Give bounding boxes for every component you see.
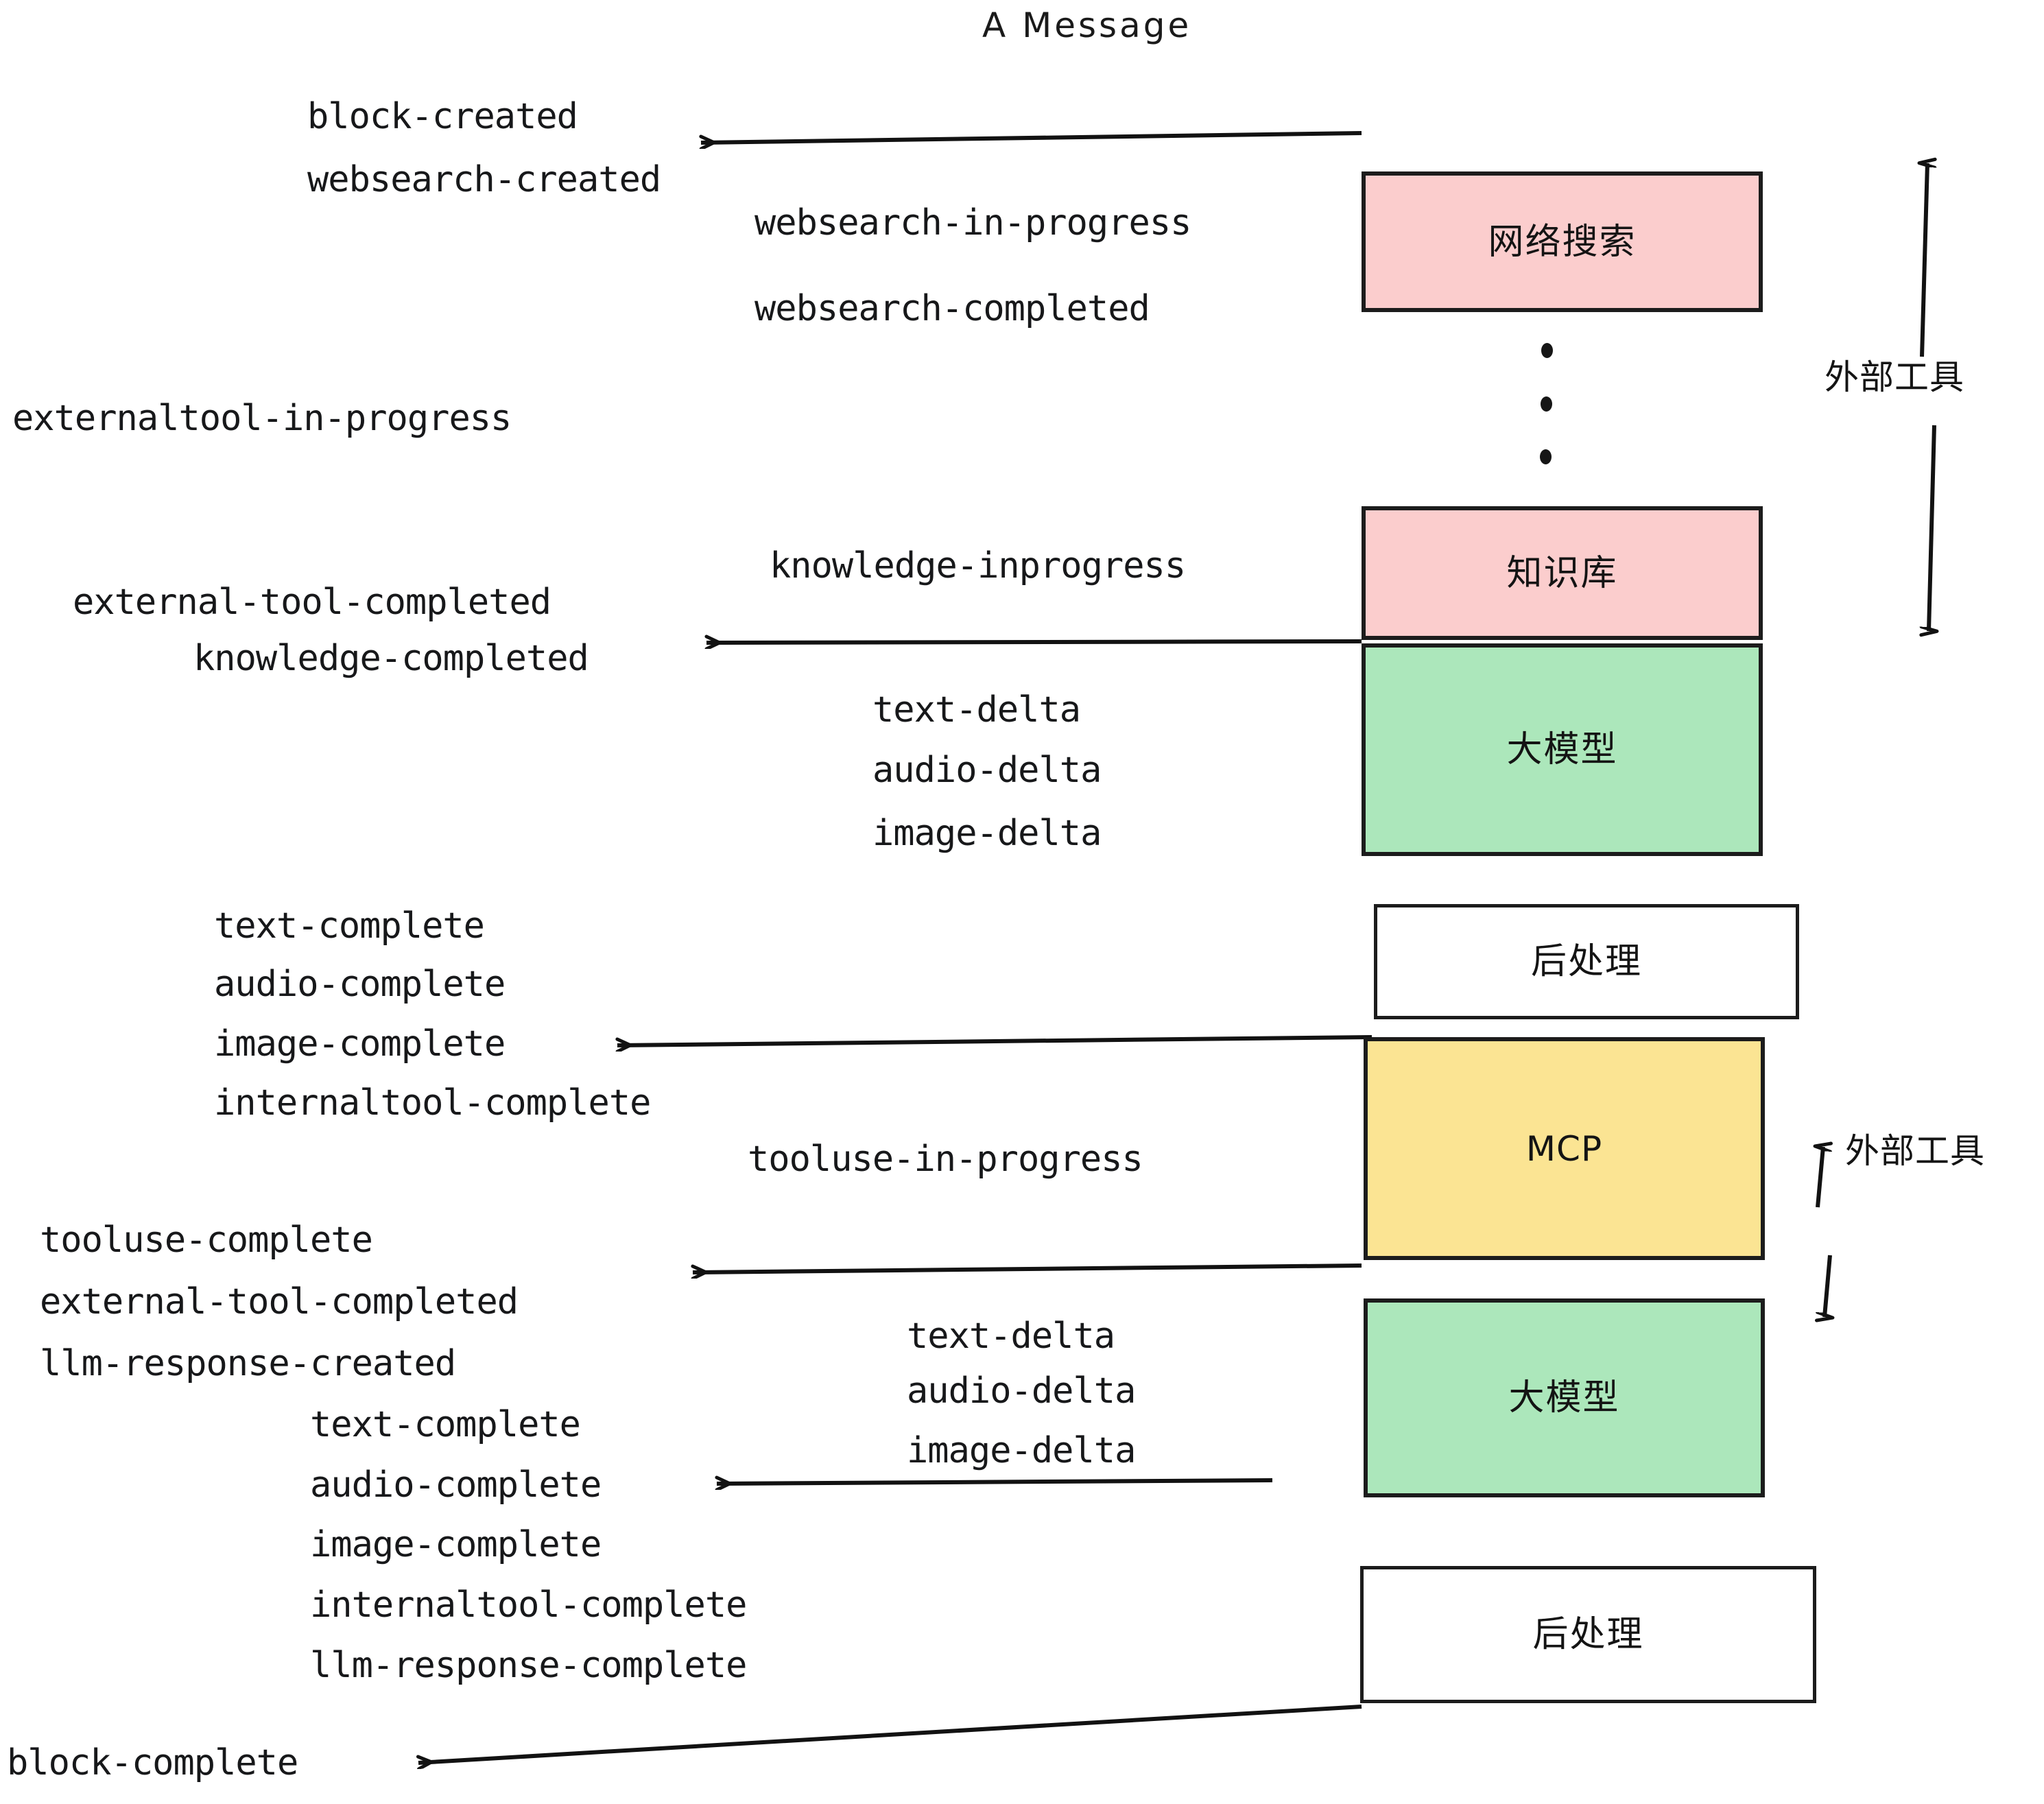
event-tooluse-in-progress: tooluse-in-progress — [748, 1139, 1143, 1180]
event-external-tool-completed-2: external-tool-completed — [40, 1281, 519, 1322]
node-knowledge-label: 知识库 — [1506, 552, 1618, 594]
arrow-external-tools-top-down — [1929, 425, 1934, 631]
event-text-delta-1: text-delta — [872, 689, 1081, 731]
node-mcp[interactable]: MCP — [1364, 1037, 1765, 1260]
node-postprocess-top-label: 后处理 — [1530, 941, 1642, 982]
event-knowledge-inprogress: knowledge-inprogress — [770, 545, 1186, 586]
arrow-postprocess-to-block-complete — [418, 1705, 1362, 1763]
side-label-external-tools-top: 外部工具 — [1825, 357, 1964, 397]
event-text-complete-2: text-complete — [310, 1404, 581, 1445]
page-title: A Message — [982, 5, 1192, 45]
arrow-postprocess-to-image-complete — [617, 1035, 1372, 1045]
event-websearch-in-progress: websearch-in-progress — [754, 202, 1191, 244]
node-llm-top[interactable]: 大模型 — [1362, 643, 1763, 856]
node-llm-top-label: 大模型 — [1506, 729, 1618, 770]
node-knowledge[interactable]: 知识库 — [1362, 506, 1763, 640]
node-llm-bottom[interactable]: 大模型 — [1364, 1298, 1765, 1497]
event-llm-response-complete: llm-response-complete — [310, 1645, 747, 1686]
event-externaltool-in-progress: externaltool-in-progress — [12, 398, 512, 439]
event-block-complete: block-complete — [7, 1742, 298, 1783]
arrow-mcp-to-tooluse-complete — [693, 1263, 1362, 1272]
node-websearch[interactable]: 网络搜索 — [1362, 171, 1763, 312]
event-audio-complete-2: audio-complete — [310, 1464, 602, 1506]
event-image-complete-1: image-complete — [214, 1023, 506, 1065]
node-mcp-label: MCP — [1525, 1128, 1603, 1169]
event-knowledge-completed: knowledge-completed — [193, 638, 589, 679]
event-block-created: block-created — [307, 96, 578, 137]
event-image-complete-2: image-complete — [310, 1524, 602, 1565]
arrow-websearch-to-created — [701, 131, 1362, 143]
event-internaltool-complete-2: internaltool-complete — [310, 1585, 747, 1626]
node-postprocess-bottom[interactable]: 后处理 — [1360, 1566, 1816, 1703]
event-llm-response-created: llm-response-created — [40, 1343, 456, 1384]
node-postprocess-bottom-label: 后处理 — [1532, 1614, 1644, 1655]
node-postprocess-top[interactable]: 后处理 — [1374, 904, 1799, 1019]
event-image-delta-1: image-delta — [872, 813, 1102, 854]
event-tooluse-complete: tooluse-complete — [40, 1220, 373, 1261]
arrow-knowledge-to-completed — [706, 641, 1362, 643]
arrow-external-tools-bottom-down — [1825, 1255, 1830, 1317]
event-audio-complete-1: audio-complete — [214, 964, 506, 1005]
event-external-tool-completed-1: external-tool-completed — [73, 582, 551, 623]
event-image-delta-2: image-delta — [907, 1430, 1136, 1471]
event-websearch-completed: websearch-completed — [754, 288, 1150, 329]
node-llm-bottom-label: 大模型 — [1508, 1377, 1620, 1419]
arrow-external-tools-top-up — [1922, 163, 1927, 357]
event-audio-delta-2: audio-delta — [907, 1370, 1136, 1412]
event-audio-delta-1: audio-delta — [872, 750, 1102, 791]
arrow-external-tools-bottom-up — [1818, 1147, 1823, 1208]
event-websearch-created: websearch-created — [307, 159, 661, 200]
side-label-external-tools-bottom: 外部工具 — [1845, 1131, 1985, 1171]
arrow-llm-to-audio-complete — [717, 1480, 1273, 1484]
node-websearch-label: 网络搜索 — [1488, 221, 1637, 263]
event-text-complete-1: text-complete — [214, 905, 485, 947]
event-internaltool-complete-1: internaltool-complete — [214, 1082, 651, 1124]
vertical-ellipsis-icon — [1540, 343, 1560, 473]
event-text-delta-2: text-delta — [907, 1316, 1115, 1357]
